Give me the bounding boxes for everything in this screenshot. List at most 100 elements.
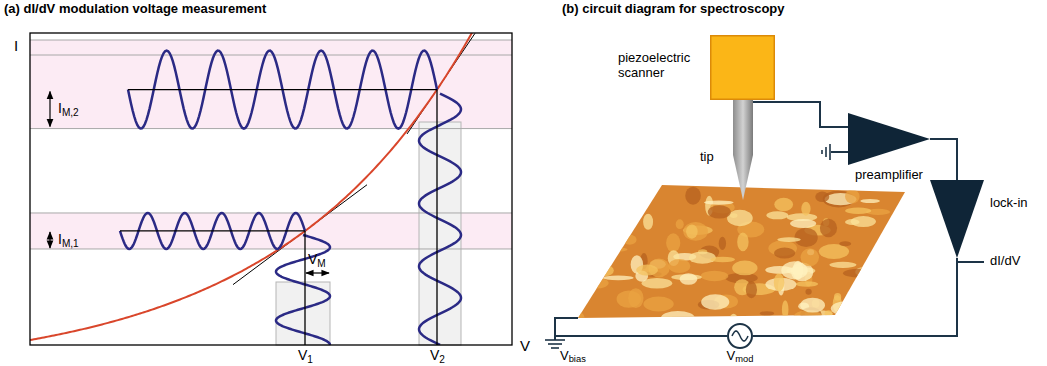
- surface-texture: [860, 199, 880, 203]
- surface-texture: [825, 310, 833, 317]
- ac-source-outline: [727, 323, 753, 349]
- ground-symbol: [825, 147, 827, 157]
- surface-texture: [746, 281, 757, 298]
- amplitude-arrow: [49, 92, 50, 127]
- surface-texture: [795, 281, 818, 287]
- surface-texture: [760, 311, 775, 315]
- surface-texture: [777, 237, 801, 242]
- current-band: [30, 51, 512, 129]
- surface-texture: [580, 295, 589, 303]
- surface-texture: [711, 257, 736, 263]
- amplifier-symbol: preamplifier: [848, 113, 930, 165]
- surface-texture: [844, 300, 870, 313]
- source-circle: [728, 324, 752, 348]
- center-line: [128, 89, 437, 90]
- surface-texture: [884, 311, 892, 316]
- surface-texture: [801, 248, 819, 266]
- surface-texture: [568, 183, 586, 188]
- surface-texture: [624, 209, 633, 218]
- panel-title: (b) circuit diagram for spectroscopy: [562, 2, 785, 16]
- surface-texture: [891, 234, 911, 253]
- surface-texture: [782, 300, 789, 318]
- signal-wire: [930, 139, 957, 180]
- surface-texture: [869, 298, 902, 306]
- grid-line: [30, 128, 512, 129]
- surface-texture: [583, 200, 591, 206]
- subscript: M,1: [62, 237, 79, 248]
- surface-texture: [881, 273, 904, 290]
- node-label: piezoelectric scanner: [618, 51, 704, 81]
- surface-texture: [845, 219, 859, 225]
- surface-texture: [701, 294, 729, 310]
- grid-line: [30, 212, 512, 213]
- text-part: I: [58, 231, 62, 247]
- output-wire: [957, 261, 984, 263]
- surface-texture: [686, 224, 698, 238]
- current-sine: [120, 213, 305, 249]
- subscript: 2: [439, 354, 445, 365]
- amplitude-label: VM: [308, 252, 326, 269]
- surface-texture: [643, 297, 673, 312]
- amplifier-symbol-outline: [848, 113, 930, 165]
- ground-symbol: [545, 339, 565, 341]
- surface-texture: [820, 219, 837, 238]
- surface-texture: [732, 260, 757, 275]
- surface-texture: [623, 235, 637, 245]
- surface-texture: [829, 262, 856, 268]
- subscript: bias: [569, 354, 586, 364]
- surface-texture: [680, 273, 698, 284]
- center-line: [304, 231, 305, 345]
- amplifier-triangle: [848, 113, 930, 165]
- surface-texture: [815, 192, 829, 202]
- surface-texture: [766, 211, 788, 219]
- surface-texture: [774, 273, 784, 291]
- surface-texture: [882, 257, 907, 265]
- grid-line: [30, 40, 512, 41]
- surface-texture: [801, 202, 810, 216]
- surface-texture: [730, 314, 738, 325]
- amplitude-arrow: [306, 272, 329, 273]
- tip-cone: [733, 155, 753, 200]
- surface-texture: [666, 233, 680, 252]
- voltage-sine: [276, 235, 330, 345]
- node-label: tip: [700, 150, 728, 165]
- surface-texture: [864, 295, 895, 313]
- plot-frame: [30, 33, 512, 345]
- surface-texture: [562, 263, 594, 270]
- sample-surface: [562, 176, 911, 327]
- iv-plot: [30, 0, 512, 345]
- text-part: V: [308, 251, 317, 267]
- surface-texture: [603, 276, 634, 281]
- circuit-figure: [545, 144, 984, 348]
- surface-texture: [793, 310, 823, 325]
- axis-label: V: [520, 338, 530, 355]
- surface-texture: [581, 206, 610, 226]
- signal-name: Vbias: [560, 349, 586, 365]
- surface-texture: [880, 287, 905, 300]
- ground-symbol: [548, 343, 562, 345]
- surface-texture: [790, 219, 816, 228]
- surface-texture: [873, 258, 896, 265]
- ac-source: Vmod: [727, 323, 753, 349]
- surface-texture: [584, 270, 601, 287]
- surface-texture: [819, 244, 849, 259]
- text-part: V: [727, 348, 736, 363]
- surface-texture: [727, 210, 753, 226]
- surface-texture: [578, 176, 607, 194]
- surface-texture: [569, 260, 581, 276]
- surface-texture: [855, 288, 867, 301]
- text-part: V: [430, 347, 439, 363]
- current-sine: [128, 51, 437, 129]
- surface-texture: [800, 298, 825, 313]
- surface-texture: [685, 187, 701, 205]
- axis-tick-label: V1: [298, 348, 313, 365]
- surface-texture: [607, 247, 627, 251]
- surface-texture: [676, 219, 684, 229]
- surface-texture: [839, 241, 851, 246]
- lock-in-triangle: [930, 180, 984, 258]
- surface-texture: [843, 269, 876, 278]
- surface-texture: [661, 311, 695, 325]
- surface-ground: [570, 180, 910, 320]
- surface-texture: [574, 245, 596, 251]
